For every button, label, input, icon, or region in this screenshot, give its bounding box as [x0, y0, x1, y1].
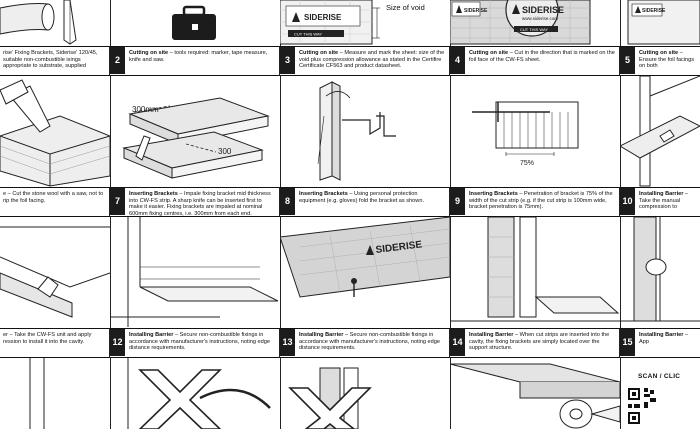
step-text: – App: [639, 332, 689, 345]
step-text: – Secure non-combustible fixings in acco…: [299, 332, 440, 352]
step-12-caption: 12 Installing Barrier – Secure non-combu…: [110, 328, 280, 358]
step-number: 9: [450, 188, 465, 215]
step-number: 10: [620, 188, 635, 215]
step-title: Inserting Brackets: [129, 191, 178, 197]
step-text: – Take the manual compression to: [639, 191, 689, 211]
size-of-void-label: Size of void: [386, 3, 425, 12]
step-7-caption: 7 Inserting Brackets – Impale fixing bra…: [110, 187, 280, 217]
step-title: Cutting on site: [469, 50, 509, 56]
illustration-row4-a: [0, 358, 111, 429]
scan-click-label: SCAN / CLIC: [638, 373, 681, 380]
step-text: – Using personal protection equipment (e…: [299, 191, 424, 204]
step-6-caption: e – Cut the stone wool with a saw, not t…: [0, 187, 110, 217]
step-9-caption: 9 Inserting Brackets – Penetration of br…: [450, 187, 620, 217]
brand-logo-magnified: SIDERISE: [522, 5, 564, 15]
step-2-caption: 2 Cutting on site – tools required: mark…: [110, 46, 280, 76]
brand-logo-text: SIDERISE: [304, 13, 342, 22]
step-6-text: e – Cut the stone wool with a saw, not t…: [3, 191, 104, 204]
step-number: 14: [450, 329, 465, 356]
step-8-caption: 8 Inserting Brackets – Using personal pr…: [280, 187, 450, 217]
illustration-saw-cut: [0, 76, 111, 187]
illustration-secure-fixings-1: [110, 217, 281, 328]
step-15-caption: 15 Installing Barrier – App: [620, 328, 700, 358]
step-number: 2: [110, 47, 125, 74]
qr-panel: [620, 358, 700, 429]
step-title: Cutting on site: [299, 50, 339, 56]
illustration-install-cavity: [0, 217, 111, 328]
step-title: Installing Barrier: [469, 332, 514, 338]
step-title: Cutting on site: [129, 50, 169, 56]
illustration-compression: [620, 76, 700, 187]
step-title: Inserting Brackets: [299, 191, 348, 197]
illustration-foil-facing: SIDERISE: [620, 0, 700, 46]
step-number: 15: [620, 329, 635, 356]
step-title: Inserting Brackets: [469, 191, 518, 197]
step-text: – Impale fixing bracket mid thickness in…: [129, 191, 271, 217]
step-text: – Secure non-combustible fixings in acco…: [129, 332, 270, 352]
step-number: 8: [280, 188, 295, 215]
illustration-incorrect-1: [110, 358, 281, 429]
step-5-caption: 5 Cutting on site – Ensure the foil faci…: [620, 46, 700, 76]
step-text: – Ensure the foil facings on both: [639, 50, 695, 70]
illustration-impale-brackets: 300mm 300: [110, 76, 281, 187]
brand-logo-text-small: SIDERISE: [464, 8, 488, 14]
step-11-caption: er – Take the CW-FS unit and apply ressi…: [0, 328, 110, 358]
step-number: 12: [110, 329, 125, 356]
step-text: – When cut strips are inserted into the …: [469, 332, 610, 352]
brand-url: www.siderise.com: [522, 16, 558, 21]
step-title: Installing Barrier: [299, 332, 344, 338]
illustration-fold-bracket: [280, 76, 451, 187]
step-number: 4: [450, 47, 465, 74]
step-3-caption: 3 Cutting on site – Measure and mark the…: [280, 46, 450, 76]
qr-code-icon[interactable]: [620, 358, 700, 429]
step-number: 3: [280, 47, 295, 74]
percent-label: 75%: [520, 160, 534, 167]
step-text: – Measure and mark the sheet: size of th…: [299, 50, 445, 70]
step-number: 5: [620, 47, 635, 74]
illustration-bracket-penetration: 75%: [450, 76, 621, 187]
step-title: Cutting on site: [639, 50, 679, 56]
illustration-apply-tape: [620, 217, 700, 328]
step-1-caption: rise' Fixing Brackets, Siderise' 120/45,…: [0, 46, 110, 76]
step-number: 13: [280, 329, 295, 356]
step-text: – Penetration of bracket is 75% of the w…: [469, 191, 613, 211]
step-4-caption: 4 Cutting on site – Cut in the direction…: [450, 46, 620, 76]
dimension-300: 300: [218, 147, 232, 156]
cut-this-way-label-magnified: CUT THIS WAY: [520, 27, 548, 32]
brand-logo-text-right: SIDERISE: [642, 8, 666, 14]
step-11-text: er – Take the CW-FS unit and apply ressi…: [3, 332, 92, 345]
illustration-cut-direction: SIDERISE SIDERISE www.siderise.com CUT T…: [450, 0, 621, 46]
dimension-300mm: 300mm: [132, 105, 159, 114]
step-text: – Cut in the direction that is marked on…: [469, 50, 615, 63]
illustration-tape-roll: [450, 358, 621, 429]
step-text: – tools required: marker, tape measure, …: [129, 50, 268, 63]
step-title: Installing Barrier: [639, 332, 684, 338]
cut-this-way-label: CUT THIS WAY: [294, 32, 322, 37]
step-title: Installing Barrier: [639, 191, 684, 197]
step-13-caption: 13 Installing Barrier – Secure non-combu…: [280, 328, 450, 358]
step-10-caption: 10 Installing Barrier – Take the manual …: [620, 187, 700, 217]
illustration-incorrect-2: [280, 358, 451, 429]
step-1-text: rise' Fixing Brackets, Siderise' 120/45,…: [3, 50, 98, 70]
illustration-support-structure: [450, 217, 621, 328]
step-number: 7: [110, 188, 125, 215]
illustration-foil-tape: [0, 0, 111, 46]
illustration-toolbox: [110, 0, 281, 46]
illustration-secure-fixings-2: SIDERISE: [280, 217, 451, 328]
illustration-measure-sheet: SIDERISE CUT THIS WAY Size of void: [280, 0, 451, 46]
step-14-caption: 14 Installing Barrier – When cut strips …: [450, 328, 620, 358]
step-title: Installing Barrier: [129, 332, 174, 338]
